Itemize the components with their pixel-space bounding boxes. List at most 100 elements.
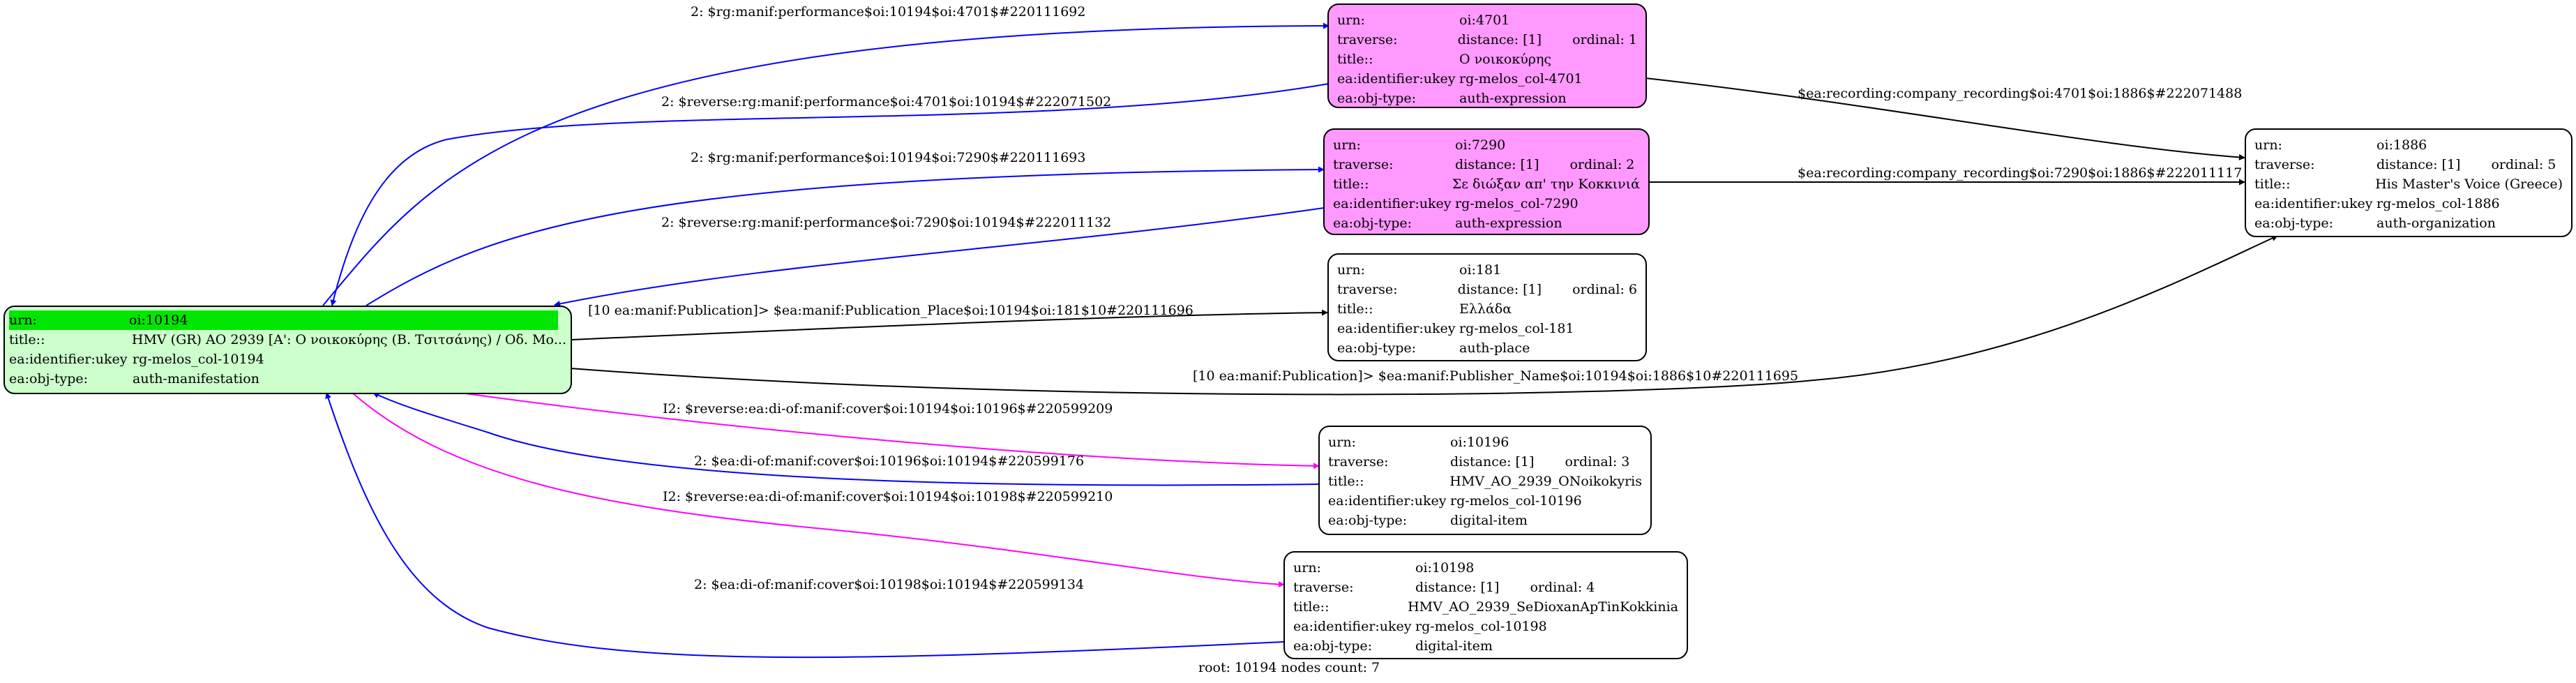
node-row-identifier: ea:identifier:ukey rg-melos_col-10198 — [1293, 617, 1678, 636]
node-row-traverse: traverse: distance: [1] ordinal: 6 — [1337, 280, 1637, 299]
row-key: ea:obj-type: — [1293, 638, 1373, 654]
edge-label: 2: $ea:di-of:manif:cover$oi:10198$oi:101… — [694, 577, 1084, 592]
node-oi-181[interactable]: urn: oi:181 traverse: distance: [1] ordi… — [1327, 253, 1647, 361]
node-distance: distance: [1] — [1455, 157, 1539, 172]
row-key: traverse: — [1337, 282, 1398, 297]
edge-label: [10 ea:manif:Publication]> $ea:manif:Pub… — [588, 303, 1193, 318]
edge-label: 2: $rg:manif:performance$oi:10194$oi:470… — [691, 4, 1085, 20]
node-distance: distance: [1] — [1415, 580, 1500, 595]
edge-label: $ea:recording:company_recording$oi:7290$… — [1798, 165, 2242, 181]
row-key: ea:identifier:ukey — [9, 352, 128, 367]
node-objtype: auth-place — [1459, 340, 1530, 356]
node-urn: oi:10194 — [129, 310, 558, 330]
node-title: Ο νοικοκύρης — [1459, 52, 1551, 67]
row-key: urn: — [1333, 137, 1361, 153]
node-row-objtype: ea:obj-type: auth-place — [1337, 338, 1637, 358]
row-key: ea:obj-type: — [1337, 91, 1417, 106]
node-identifier: rg-melos_col-10198 — [1415, 619, 1547, 634]
row-key: urn: — [9, 310, 129, 330]
node-row-identifier: ea:identifier:ukey rg-melos_col-10194 — [9, 350, 566, 369]
node-ordinal: ordinal: 2 — [1569, 157, 1635, 172]
row-key: ea:obj-type: — [1328, 513, 1408, 528]
node-row-objtype: ea:obj-type: auth-manifestation — [9, 369, 566, 389]
node-oi-1886[interactable]: urn: oi:1886 traverse: distance: [1] ord… — [2245, 128, 2573, 237]
node-oi-10196[interactable]: urn: oi:10196 traverse: distance: [1] or… — [1318, 426, 1652, 535]
node-row-title: title:: HMV_AO_2939_SeDioxanApTinKokkini… — [1293, 597, 1678, 617]
node-title: HMV_AO_2939_SeDioxanApTinKokkinia — [1408, 599, 1678, 615]
node-objtype: auth-organization — [2377, 216, 2496, 231]
row-key: title:: — [1293, 599, 1330, 615]
node-oi-7290[interactable]: urn: oi:7290 traverse: distance: [1] ord… — [1323, 128, 1650, 235]
node-row-urn: urn: oi:4701 — [1337, 10, 1637, 30]
node-row-urn: urn: oi:181 — [1337, 260, 1637, 280]
row-key: ea:identifier:ukey — [1337, 71, 1456, 87]
node-objtype: auth-manifestation — [133, 371, 259, 386]
row-key: urn: — [1293, 560, 1321, 576]
node-title: HMV (GR) AO 2939 [A': Ο νοικοκύρης (Β. Τ… — [131, 332, 566, 347]
row-key: ea:obj-type: — [9, 371, 89, 386]
edge-7290-to-root — [554, 207, 1325, 307]
node-row-traverse: traverse: distance: [1] ordinal: 2 — [1333, 155, 1640, 174]
edge-label: 2: $rg:manif:performance$oi:10194$oi:729… — [691, 150, 1085, 165]
node-row-traverse: traverse: distance: [1] ordinal: 1 — [1337, 30, 1637, 50]
node-row-title: title:: His Master's Voice (Greece) — [2254, 174, 2563, 194]
node-urn: oi:181 — [1459, 262, 1502, 278]
node-row-title: title:: HMV (GR) AO 2939 [A': Ο νοικοκύρ… — [9, 330, 566, 350]
node-row-identifier: ea:identifier:ukey rg-melos_col-4701 — [1337, 69, 1637, 89]
row-key: traverse: — [1293, 580, 1354, 595]
row-key: title:: — [1328, 474, 1364, 489]
node-row-title: title:: HMV_AO_2939_ONoikokyris — [1328, 472, 1642, 491]
node-title: Ελλάδα — [1459, 301, 1512, 317]
node-oi-10198[interactable]: urn: oi:10198 traverse: distance: [1] or… — [1283, 551, 1688, 659]
node-oi-10194[interactable]: urn: oi:10194 title:: HMV (GR) AO 2939 [… — [3, 306, 572, 394]
node-distance: distance: [1] — [1457, 282, 1542, 297]
edge-label: $ea:recording:company_recording$oi:4701$… — [1798, 86, 2242, 101]
row-key: urn: — [1337, 262, 1365, 278]
node-identifier: rg-melos_col-1886 — [2377, 196, 2500, 211]
node-objtype: digital-item — [1450, 513, 1528, 528]
row-key: urn: — [1328, 435, 1356, 450]
node-objtype: auth-expression — [1459, 91, 1567, 106]
row-key: title:: — [1337, 301, 1373, 317]
edge-root-to-4701 — [322, 22, 1330, 306]
node-oi-4701[interactable]: urn: oi:4701 traverse: distance: [1] ord… — [1327, 3, 1647, 108]
edge-label: 2: $reverse:rg:manif:performance$oi:4701… — [661, 94, 1111, 110]
graph-footer: root: 10194 nodes count: 7 — [1198, 660, 1380, 675]
node-row-urn: urn: oi:10194 — [9, 310, 566, 330]
row-key: title:: — [1333, 177, 1369, 192]
edge-root-to-7290 — [366, 166, 1325, 306]
node-identifier: rg-melos_col-181 — [1459, 321, 1574, 336]
node-urn: oi:1886 — [2377, 137, 2427, 153]
node-row-identifier: ea:identifier:ukey rg-melos_col-10196 — [1328, 491, 1642, 511]
row-key: ea:identifier:ukey — [1293, 619, 1412, 634]
row-key: ea:obj-type: — [1337, 340, 1417, 356]
row-key: ea:identifier:ukey — [1333, 196, 1452, 211]
node-identifier: rg-melos_col-7290 — [1455, 196, 1579, 211]
node-ordinal: ordinal: 4 — [1530, 580, 1595, 595]
row-key: ea:identifier:ukey — [1328, 493, 1447, 509]
row-key: title:: — [1337, 52, 1373, 67]
node-identifier: rg-melos_col-4701 — [1459, 71, 1583, 87]
edge-label: 2: $ea:di-of:manif:cover$oi:10196$oi:101… — [694, 453, 1084, 469]
node-objtype: auth-expression — [1455, 216, 1562, 231]
node-identifier: rg-melos_col-10196 — [1450, 493, 1582, 509]
node-row-identifier: ea:identifier:ukey rg-melos_col-1886 — [2254, 194, 2563, 213]
edge-10196-to-root — [372, 392, 1320, 486]
node-objtype: digital-item — [1415, 638, 1493, 654]
node-ordinal: ordinal: 5 — [2491, 157, 2556, 172]
node-title: HMV_AO_2939_ONoikokyris — [1449, 474, 1642, 489]
node-distance: distance: [1] — [2377, 157, 2461, 172]
node-row-identifier: ea:identifier:ukey rg-melos_col-181 — [1337, 319, 1637, 338]
edge-root-to-10198 — [352, 392, 1285, 588]
node-row-objtype: ea:obj-type: auth-expression — [1337, 89, 1637, 107]
node-row-urn: urn: oi:10198 — [1293, 558, 1678, 578]
node-row-traverse: traverse: distance: [1] ordinal: 4 — [1293, 578, 1678, 597]
edge-root-to-181 — [570, 309, 1328, 340]
node-title: His Master's Voice (Greece) — [2375, 177, 2563, 192]
node-distance: distance: [1] — [1450, 454, 1535, 470]
row-key: ea:obj-type: — [2254, 216, 2334, 231]
node-row-urn: urn: oi:7290 — [1333, 135, 1640, 155]
row-key: urn: — [1337, 13, 1365, 28]
row-key: urn: — [2254, 137, 2282, 153]
row-key: traverse: — [1333, 157, 1394, 172]
